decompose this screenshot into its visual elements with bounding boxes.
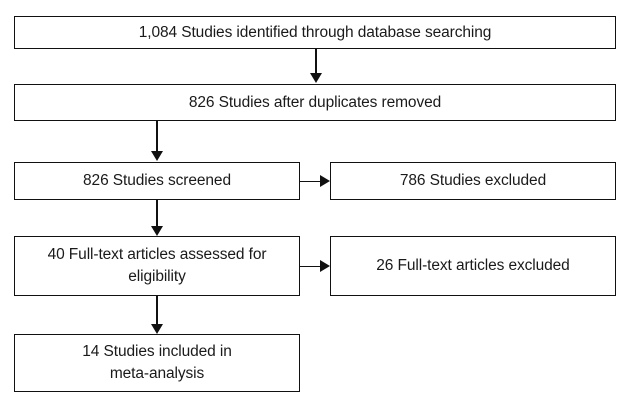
node-studies-excluded-label: 786 Studies excluded [399, 172, 547, 189]
edge-identified-to-duplicates-arrowhead [309, 73, 322, 83]
node-studies-excluded: 786 Studies excluded [330, 162, 616, 200]
node-included-label: 14 Studies included in meta-analysis [82, 343, 232, 382]
edge-duplicates-to-screened-line [156, 121, 158, 152]
edge-screened-to-studies-excluded-line [300, 180, 322, 183]
node-fulltext-assessed-label: 40 Full-text articles assessed for eligi… [47, 246, 267, 285]
edge-fulltext-to-included-arrowhead [150, 324, 163, 334]
node-fulltext-assessed: 40 Full-text articles assessed for eligi… [14, 236, 300, 296]
node-fulltext-excluded-label: 26 Full-text articles excluded [376, 257, 570, 274]
edge-duplicates-to-screened-arrowhead [150, 151, 163, 161]
node-screened-label: 826 Studies screened [83, 172, 231, 189]
node-duplicates-removed-label: 826 Studies after duplicates removed [188, 93, 442, 111]
edge-screened-to-fulltext-line [156, 200, 158, 227]
edge-fulltext-to-included-line [156, 296, 158, 325]
edge-fulltext-to-fulltext-excluded-line [300, 265, 322, 268]
edge-identified-to-duplicates-line [315, 49, 317, 74]
edge-screened-to-studies-excluded-arrowhead [320, 175, 330, 187]
node-fulltext-excluded: 26 Full-text articles excluded [330, 236, 616, 296]
node-screened: 826 Studies screened [14, 162, 300, 200]
node-identified: 1,084 Studies identified through databas… [14, 16, 616, 49]
edge-screened-to-fulltext-arrowhead [150, 226, 163, 236]
node-included: 14 Studies included in meta-analysis [14, 334, 300, 392]
node-duplicates-removed: 826 Studies after duplicates removed [14, 84, 616, 121]
edge-fulltext-to-fulltext-excluded-arrowhead [320, 260, 330, 272]
node-identified-label: 1,084 Studies identified through databas… [138, 23, 492, 41]
